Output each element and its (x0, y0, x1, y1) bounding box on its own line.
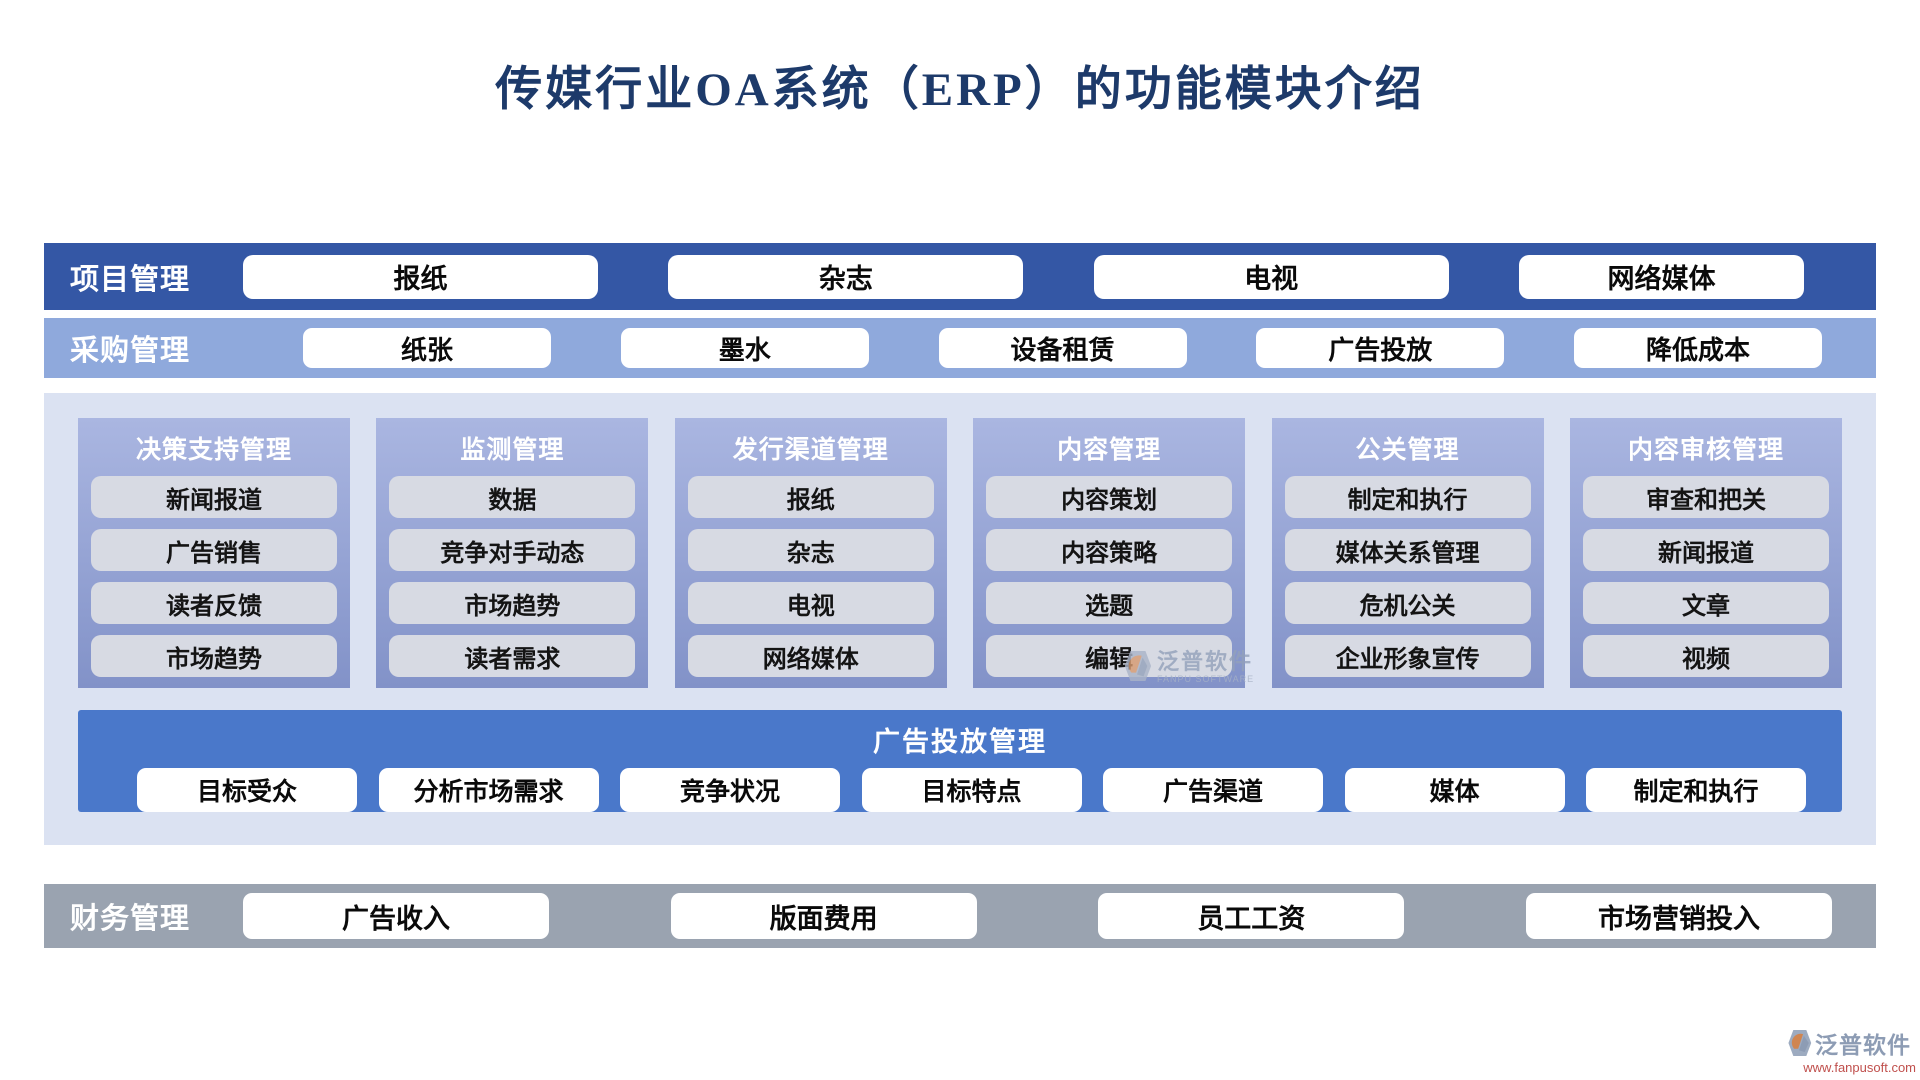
module-column-title: 公关管理 (1355, 437, 1460, 464)
module-column-title: 内容管理 (1057, 437, 1162, 464)
module-pill: 降低成本 (1574, 328, 1822, 368)
module-pill: 分析市场需求 (378, 768, 599, 812)
module-pill: 广告渠道 (1103, 768, 1323, 812)
module-cell: 新闻报道 (91, 476, 337, 518)
module-pill: 设备租赁 (938, 328, 1187, 368)
module-column-title: 监测管理 (460, 437, 565, 464)
module-cell: 杂志 (687, 529, 934, 571)
module-cell: 报纸 (687, 476, 934, 518)
module-pill: 目标受众 (137, 768, 357, 812)
module-cell: 媒体关系管理 (1284, 529, 1531, 571)
watermark: 泛普软件 FANPU SOFTWARE (1122, 650, 1254, 684)
module-pill: 制定和执行 (1586, 768, 1806, 812)
module-cell: 数据 (389, 476, 636, 518)
module-pill: 媒体 (1344, 768, 1565, 812)
fanpu-logo-url: www.fanpusoft.com (1803, 1060, 1916, 1075)
band-purchase-label: 采购管理 (70, 335, 191, 367)
module-column: 决策支持管理新闻报道广告销售读者反馈市场趋势 (78, 418, 350, 688)
module-cell: 危机公关 (1284, 582, 1531, 624)
module-cell: 审查和把关 (1582, 476, 1829, 518)
module-pill: 杂志 (668, 254, 1024, 299)
module-cell: 电视 (687, 582, 934, 624)
module-cell: 制定和执行 (1284, 476, 1531, 518)
module-pill: 电视 (1093, 254, 1449, 299)
watermark-name: 泛普软件 (1157, 649, 1254, 674)
page-title: 传媒行业OA系统（ERP）的功能模块介绍 (495, 64, 1425, 116)
module-cell: 市场趋势 (389, 582, 636, 624)
module-cell: 内容策略 (986, 529, 1233, 571)
module-cell: 读者反馈 (91, 582, 337, 624)
module-cell: 视频 (1582, 635, 1829, 677)
module-columns: 决策支持管理新闻报道广告销售读者反馈市场趋势监测管理数据竞争对手动态市场趋势读者… (78, 418, 1842, 688)
module-pill: 广告投放 (1256, 328, 1505, 368)
module-cell: 新闻报道 (1582, 529, 1829, 571)
module-column-title: 决策支持管理 (135, 437, 292, 464)
band-purchase-management: 采购管理 纸张 墨水 设备租赁 广告投放 降低成本 (44, 318, 1876, 378)
module-cell: 编辑 (986, 635, 1233, 677)
module-pill: 员工工资 (1098, 893, 1405, 939)
module-column-title: 内容审核管理 (1627, 437, 1784, 464)
module-pill: 广告收入 (243, 893, 549, 939)
module-cell: 文章 (1582, 582, 1829, 624)
module-cell: 广告销售 (91, 529, 337, 571)
module-pill: 墨水 (620, 328, 869, 368)
fanpu-logo: 泛普软件 www.fanpusoft.com (1786, 1026, 1916, 1075)
module-cell: 企业形象宣传 (1284, 635, 1531, 677)
module-pill: 竞争状况 (620, 768, 840, 812)
band-finance-pills: 广告收入 版面费用 员工工资 市场营销投入 (243, 893, 1876, 939)
band-project-label: 项目管理 (70, 263, 191, 296)
module-cell: 市场趋势 (91, 635, 337, 677)
module-column: 公关管理制定和执行媒体关系管理危机公关企业形象宣传 (1271, 418, 1544, 688)
module-column: 内容管理内容策划内容策略选题编辑 (973, 418, 1246, 688)
module-pill: 报纸 (243, 254, 598, 299)
band-project-pills: 报纸 杂志 电视 网络媒体 (243, 254, 1876, 299)
module-pill: 网络媒体 (1518, 254, 1804, 299)
ad-band-title: 广告投放管理 (873, 727, 1047, 757)
fanpu-logo-name: 泛普软件 (1815, 1033, 1911, 1058)
module-cell: 选题 (986, 582, 1233, 624)
band-finance-label: 财务管理 (70, 903, 191, 935)
module-pill: 市场营销投入 (1525, 893, 1832, 939)
band-purchase-pills: 纸张 墨水 设备租赁 广告投放 降低成本 (243, 328, 1876, 368)
watermark-subtitle: FANPU SOFTWARE (1157, 674, 1255, 684)
fanpu-logo-icon (1786, 1029, 1812, 1057)
module-pill: 目标特点 (861, 768, 1082, 812)
module-panel: 决策支持管理新闻报道广告销售读者反馈市场趋势监测管理数据竞争对手动态市场趋势读者… (44, 393, 1876, 845)
module-cell: 竞争对手动态 (389, 529, 636, 571)
module-cell: 网络媒体 (687, 635, 934, 677)
band-finance-management: 财务管理 广告收入 版面费用 员工工资 市场营销投入 (44, 884, 1876, 948)
module-cell: 读者需求 (389, 635, 636, 677)
ad-band-pills: 目标受众分析市场需求竞争状况目标特点广告渠道媒体制定和执行 (78, 759, 1842, 812)
module-column: 内容审核管理审查和把关新闻报道文章视频 (1569, 418, 1842, 688)
module-pill: 纸张 (303, 328, 551, 368)
ad-placement-band: 广告投放管理 目标受众分析市场需求竞争状况目标特点广告渠道媒体制定和执行 (78, 710, 1842, 812)
band-project-management: 项目管理 报纸 杂志 电视 网络媒体 (44, 243, 1876, 310)
module-cell: 内容策划 (986, 476, 1233, 518)
module-column: 发行渠道管理报纸杂志电视网络媒体 (674, 418, 947, 688)
watermark-logo-icon (1122, 650, 1152, 682)
module-column-title: 发行渠道管理 (732, 437, 889, 464)
module-column: 监测管理数据竞争对手动态市场趋势读者需求 (376, 418, 649, 688)
module-pill: 版面费用 (670, 893, 977, 939)
